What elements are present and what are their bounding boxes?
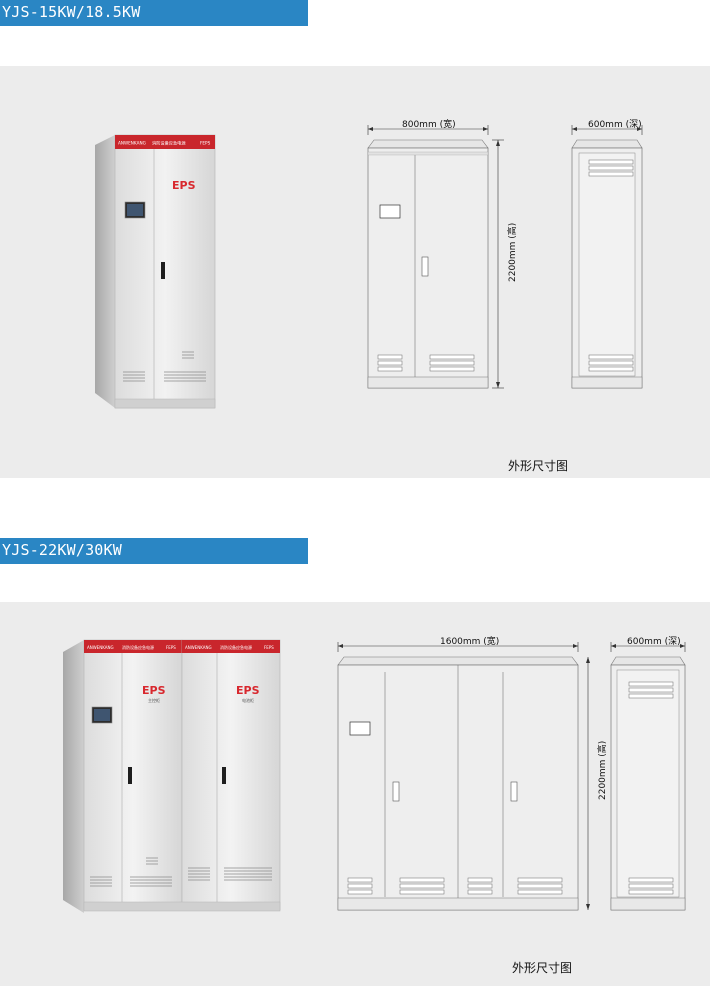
section2-cabinet-tag: FEPS [166, 645, 176, 650]
section1-title: YJS-15KW/18.5KW [2, 3, 141, 21]
section1-eps-label: EPS [172, 179, 196, 192]
section1-front-drawing [367, 125, 504, 389]
section2-sub-left: 主控柜 [148, 697, 160, 703]
section1-width-label: 800mm (宽) [402, 120, 456, 130]
section1-height-label: 2200mm (高) [508, 222, 518, 282]
section2-front-drawing [337, 642, 590, 911]
section1-depth-label: 600mm (深) [588, 120, 642, 130]
section2-cabinet-banner-right: 消防设备应急电源 [220, 644, 252, 650]
section1-cabinet-tag: FEPS [200, 141, 211, 146]
section1-caption: 外形尺寸图 [508, 459, 569, 473]
section2-side-drawing [610, 642, 686, 911]
section2-cabinet-tag-right: FEPS [264, 645, 274, 650]
section1-side-drawing [571, 125, 643, 389]
section2-title: YJS-22KW/30KW [2, 541, 122, 559]
section2-cabinet-photo: ANWENKANG 消防设备应急电源 FEPS EPS 主控柜 ANWENKAN… [63, 639, 281, 913]
section2-brand: ANWENKANG [87, 645, 114, 650]
section2-brand-right: ANWENKANG [185, 645, 212, 650]
section2-header: YJS-22KW/30KW [0, 538, 308, 564]
section2-depth-label: 600mm (深) [627, 637, 681, 647]
section2-width-label: 1600mm (宽) [440, 637, 500, 647]
section2-sub-right: 电池柜 [242, 697, 254, 703]
section1-brand: ANWENKANG [118, 141, 146, 146]
section1-header: YJS-15KW/18.5KW [0, 0, 308, 26]
section1-cabinet-photo: ANWENKANG 消防设备应急电源 FEPS EPS [95, 134, 216, 409]
section2-caption: 外形尺寸图 [512, 961, 573, 975]
section2-eps-right: EPS [236, 684, 260, 697]
section2-eps-left: EPS [142, 684, 166, 697]
section2-cabinet-banner: 消防设备应急电源 [122, 644, 154, 650]
section1-cabinet-banner: 消防设备应急电源 [152, 140, 186, 147]
